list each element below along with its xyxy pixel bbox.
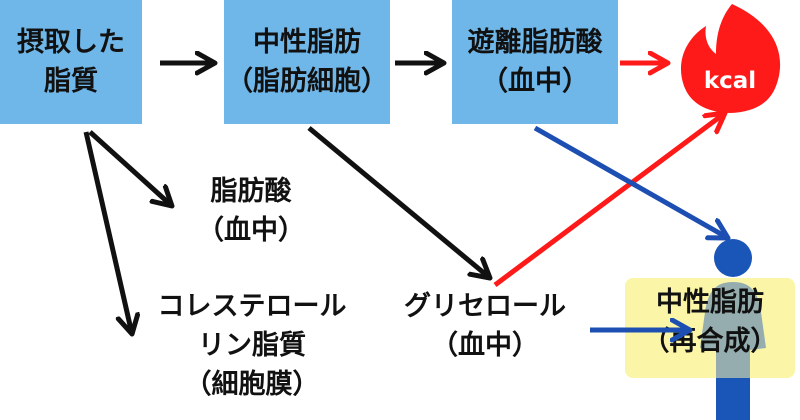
label-fatty-acid: 脂肪酸 （血中）: [176, 172, 326, 250]
person-head-icon: [714, 239, 752, 277]
arrow-intake-to-cholesterol: [83, 131, 132, 334]
arrow-intake-to-fatty-acid: [88, 130, 172, 206]
flame-kcal-label: kcal: [704, 68, 756, 94]
box-neutral-fat-cell: 中性脂肪 （脂肪細胞）: [224, 0, 390, 124]
box-intake-line-1: 摂取した: [17, 26, 125, 58]
box-free-fatty-acid-line-1: 遊離脂肪酸: [467, 26, 603, 58]
box-neutral-fat-line-2: （脂肪細胞）: [226, 66, 388, 97]
label-resynthesis: 中性脂肪 （再合成）: [630, 283, 790, 361]
label-cholesterol-line-1: コレステロール: [157, 291, 347, 322]
label-glycerol: グリセロール （血中）: [395, 287, 575, 365]
label-cholesterol: コレステロール リン脂質 （細胞膜）: [132, 287, 372, 404]
arrow-free-fatty-acid-to-resynthesis: [533, 125, 728, 238]
label-cholesterol-line-3: （細胞膜）: [184, 369, 320, 401]
label-cholesterol-line-2: リン脂質: [198, 330, 306, 362]
label-glycerol-line-1: グリセロール: [404, 291, 566, 322]
flame-icon: [680, 4, 781, 113]
box-intake-line-2: 脂質: [44, 66, 98, 97]
label-glycerol-line-2: （血中）: [431, 330, 539, 362]
box-free-fatty-acid: 遊離脂肪酸 （血中）: [452, 0, 618, 124]
box-free-fatty-acid-line-2: （血中）: [481, 66, 589, 97]
label-fatty-acid-line-2: （血中）: [197, 215, 305, 247]
label-fatty-acid-line-1: 脂肪酸: [210, 176, 292, 207]
label-resynthesis-line-1: 中性脂肪: [656, 287, 764, 318]
arrow-glycerol-to-kcal: [493, 113, 725, 288]
box-intake-lipid: 摂取した 脂質: [0, 0, 142, 124]
arrow-neutral-fat-to-glycerol: [307, 126, 490, 278]
box-neutral-fat-line-1: 中性脂肪: [253, 26, 361, 58]
